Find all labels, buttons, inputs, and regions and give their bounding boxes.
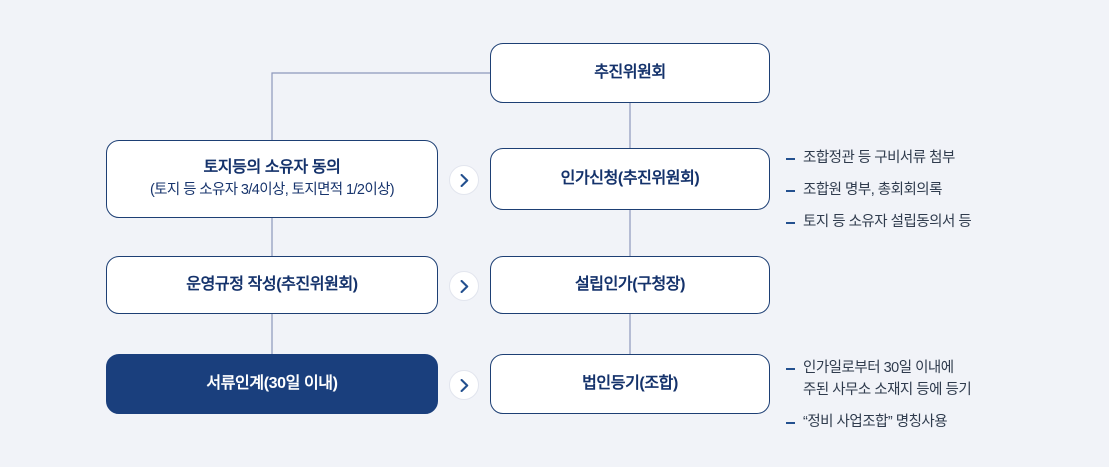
dash-icon bbox=[786, 189, 795, 192]
node-establishment-approval[interactable]: 설립인가(구청장) bbox=[490, 256, 770, 314]
node-label: 설립인가(구청장) bbox=[574, 276, 686, 293]
node-label: 추진위원회 bbox=[594, 64, 666, 81]
note-text: 인가일로부터 30일 이내에 주된 사무소 소재지 등에 등기 bbox=[803, 360, 972, 398]
node-document-handover[interactable]: 서류인계(30일 이내) bbox=[106, 354, 438, 414]
notes-registration: 인가일로부터 30일 이내에 주된 사무소 소재지 등에 등기 “정비 사업조합… bbox=[786, 358, 1086, 433]
node-sublabel: (토지 등 소유자 3/4이상, 토지면적 1/2이상) bbox=[149, 182, 395, 199]
chevron-right-icon-2 bbox=[449, 271, 479, 301]
node-label: 토지등의 소유자 동의 bbox=[203, 159, 341, 177]
node-authorization-request[interactable]: 인가신청(추진위원회) bbox=[490, 148, 770, 210]
node-corporate-registration[interactable]: 법인등기(조합) bbox=[490, 354, 770, 414]
note-text: 토지 등 소유자 설립동의서 등 bbox=[803, 213, 972, 230]
chevron-right-icon-1 bbox=[449, 165, 479, 195]
note-text: “정비 사업조합” 명칭사용 bbox=[803, 413, 948, 430]
note-item: 인가일로부터 30일 이내에 주된 사무소 소재지 등에 등기 bbox=[786, 358, 1086, 402]
note-item: “정비 사업조합” 명칭사용 bbox=[786, 412, 1086, 434]
dash-icon bbox=[786, 368, 795, 370]
node-label: 인가신청(추진위원회) bbox=[560, 170, 700, 187]
note-item: 조합원 명부, 총회회의록 bbox=[786, 180, 1086, 202]
note-item: 토지 등 소유자 설립동의서 등 bbox=[786, 212, 1086, 234]
chevron-right-icon-3 bbox=[449, 370, 479, 400]
note-text: 조합정관 등 구비서류 첨부 bbox=[803, 150, 955, 166]
note-text: 조합원 명부, 총회회의록 bbox=[803, 181, 943, 198]
node-promotion-committee[interactable]: 추진위원회 bbox=[490, 43, 770, 103]
dash-icon bbox=[786, 158, 795, 160]
node-label: 법인등기(조합) bbox=[582, 375, 678, 392]
node-label: 운영규정 작성(추진위원회) bbox=[186, 276, 358, 293]
note-item: 조합정관 등 구비서류 첨부 bbox=[786, 148, 1086, 170]
notes-authorization: 조합정관 등 구비서류 첨부 조합원 명부, 총회회의록 토지 등 소유자 설립… bbox=[786, 148, 1086, 233]
node-operating-rules[interactable]: 운영규정 작성(추진위원회) bbox=[106, 256, 438, 314]
node-owner-consent[interactable]: 토지등의 소유자 동의 (토지 등 소유자 3/4이상, 토지면적 1/2이상) bbox=[106, 140, 438, 218]
dash-icon bbox=[786, 221, 795, 224]
node-label: 서류인계(30일 이내) bbox=[206, 375, 338, 392]
dash-icon bbox=[786, 421, 795, 424]
